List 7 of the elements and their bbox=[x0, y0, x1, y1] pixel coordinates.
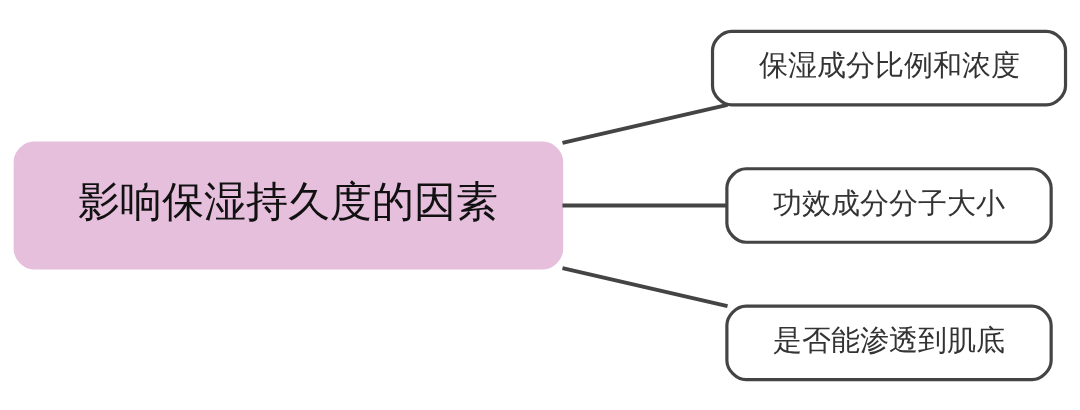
node-box: 功效成分分子大小 bbox=[725, 166, 1053, 244]
node-box: 保湿成分比例和浓度 bbox=[710, 29, 1068, 106]
connector bbox=[562, 102, 728, 145]
node-box: 影响保湿持久度的因素 bbox=[13, 141, 564, 269]
connector bbox=[562, 265, 728, 308]
connector bbox=[562, 203, 727, 207]
node-box: 是否能渗透到肌底 bbox=[725, 304, 1053, 381]
